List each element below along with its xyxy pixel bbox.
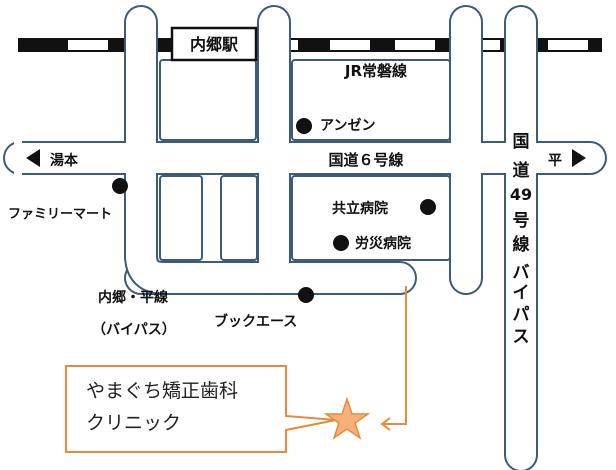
road-network [3,5,607,470]
uchigo-line-label: 内郷・平線 [98,289,168,306]
dest-left-label: 湯本 [50,152,79,169]
city-blocks [159,59,451,261]
landmark-kyoritsu: 共立病院 [332,200,388,217]
anzen-marker-icon [296,118,312,134]
bypass-char: ス [513,327,530,347]
bypass-char: パ [513,305,530,325]
clinic-name-line1: やまぐち矯正歯科 [86,380,238,402]
landmark-rosai: 労災病院 [355,235,411,252]
bypass-char: バ [513,263,530,283]
arrow-left-icon [26,149,40,167]
route6-label: 国道６号線 [328,151,403,169]
bypass-label: 国 道 49 号 線 バ イ パ ス [510,132,532,347]
landmark-anzen: アンゼン [320,117,375,134]
bookace-marker-icon [298,287,314,303]
station-name: 内郷駅 [190,35,239,54]
railway-label: JR常磐線 [344,62,407,80]
clinic-star-icon [323,396,371,440]
dest-right-label: 平 [548,153,562,169]
bypass-char: 線 [513,234,530,255]
bypass-char: 49 [510,185,532,204]
route-to-clinic [380,286,407,431]
clinic-callout: やまぐち矯正歯科 クリニック [65,365,337,453]
bypass-char: 道 [513,160,530,181]
uchigo-line-sub-label: （バイパス） [92,322,176,338]
landmark-bookace: ブックエース [214,313,297,330]
bypass-char: イ [513,283,530,303]
landmark-familymart: ファミリーマート [8,207,112,222]
kyoritsu-marker-icon [420,199,436,215]
bypass-char: 号 [513,211,530,231]
familymart-marker-icon [112,178,128,194]
arrow-right-icon [572,149,586,167]
clinic-name-line2: クリニック [86,412,181,434]
station-box: 内郷駅 [170,26,258,62]
rosai-marker-icon [333,235,349,251]
bypass-char: 国 [513,132,530,152]
